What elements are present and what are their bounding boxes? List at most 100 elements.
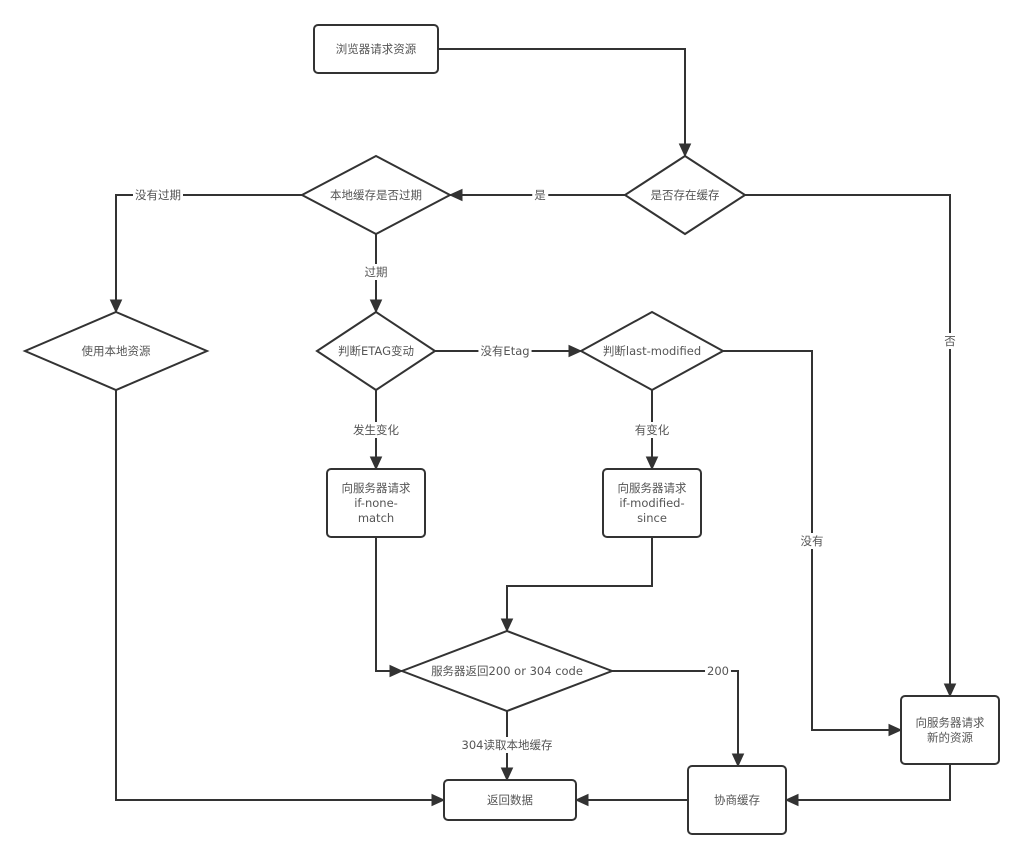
arrowhead-icon [109,299,123,314]
edge-label-background [459,737,555,753]
edge-label-text: 发生变化 [353,423,399,437]
edge-label: 发生变化 [351,422,402,438]
node-label: 向服务器请求 [342,481,411,495]
node-label: match [358,511,394,525]
arrowhead-icon [369,299,383,314]
edge-line [115,194,302,312]
edge-label: 200 [705,663,731,679]
decision-diamond [315,310,437,392]
node-label: 判断last-modified [603,344,701,358]
process-box [602,468,702,538]
arrowhead-icon [568,344,583,358]
decision-diamond [578,310,726,392]
edge-label-background [133,187,183,203]
edge-label: 没有 [798,533,826,549]
arrowhead-icon [784,793,799,807]
node-label: since [637,511,667,525]
arrowhead-icon [645,456,659,471]
node-negotiate-cache[interactable]: 协商缓存 [687,765,787,835]
node-label: 是否存在缓存 [651,188,720,202]
edge-label-text: 是 [534,188,546,202]
edge-label-background [362,264,390,280]
edge-line [375,537,402,672]
arrowhead-icon [678,143,692,158]
arrowhead-icon [431,793,446,807]
edge-line [612,670,739,766]
node-server-return[interactable]: 服务器返回200 or 304 code [399,629,615,713]
arrowhead-icon [369,456,383,471]
edge-line [437,48,686,156]
decision-diamond [623,154,747,236]
process-box [900,695,1000,765]
node-local-expired[interactable]: 本地缓存是否过期 [299,154,453,236]
edge-label-text: 否 [944,334,956,348]
edge-label-background [478,343,532,359]
edge-browser_request-to-cache_exists[interactable] [437,48,692,158]
edge-label-text: 没有 [801,534,824,548]
decision-diamond [22,310,210,392]
node-label: 本地缓存是否过期 [330,188,422,202]
edge-negotiate_cache-to-return_data[interactable] [574,793,688,807]
node-browser-request[interactable]: 浏览器请求资源 [313,24,439,74]
edge-req_if_none_match-to-server_return[interactable] [375,537,404,678]
node-label: 向服务器请求 [916,716,985,730]
arrowhead-icon [389,664,404,678]
edge-label: 没有Etag [478,343,532,359]
arrowhead-icon [500,767,514,782]
edge-label-text: 200 [707,664,729,678]
edge-req_new_resource-to-negotiate_cache[interactable] [784,764,951,807]
edge-label: 过期 [362,264,390,280]
edge-label-text: 过期 [365,265,388,279]
node-label: 协商缓存 [714,793,760,807]
edge-server_return-to-negotiate_cache[interactable] [612,670,745,768]
decision-diamond [399,629,615,713]
edge-label-background [798,533,826,549]
node-label: 判断ETAG变动 [338,344,414,358]
edge-cache_exists-to-req_new_resource[interactable] [745,194,957,698]
process-box [326,468,426,538]
edge-label: 是 [532,187,549,203]
arrowhead-icon [731,753,745,768]
arrowhead-icon [500,618,514,633]
node-label: 使用本地资源 [82,344,151,358]
edge-req_if_modified_since-to-server_return[interactable] [500,537,653,633]
edge-label-text: 没有Etag [480,344,529,358]
edge-label-background [632,422,672,438]
node-last-modified-check[interactable]: 判断last-modified [578,310,726,392]
edge-local_expired-to-use_local[interactable] [109,194,303,314]
node-label: 浏览器请求资源 [336,42,417,56]
edge-line [786,764,951,801]
edge-label-text: 没有过期 [135,188,181,202]
edge-label-background [532,187,549,203]
arrowhead-icon [448,188,463,202]
edge-line [506,537,653,631]
edge-label-background [351,422,402,438]
edge-line [115,390,444,801]
process-box [687,765,787,835]
node-label: 服务器返回200 or 304 code [431,664,583,678]
edge-label: 304读取本地缓存 [459,737,555,753]
node-label: 新的资源 [927,731,973,745]
edge-label: 否 [942,333,959,349]
node-label: 返回数据 [487,793,533,807]
edge-use_local-to-return_data[interactable] [115,390,446,807]
edge-label-text: 有变化 [635,423,670,437]
edge-line [745,194,951,696]
decision-diamond [299,154,453,236]
node-return-data[interactable]: 返回数据 [443,779,577,821]
arrowhead-icon [888,723,903,737]
node-cache-exists[interactable]: 是否存在缓存 [623,154,747,236]
process-box [313,24,439,74]
node-label: 向服务器请求 [618,481,687,495]
edge-label: 有变化 [632,422,672,438]
node-etag-check[interactable]: 判断ETAG变动 [315,310,437,392]
node-label: if-modified- [619,496,684,510]
node-use-local[interactable]: 使用本地资源 [22,310,210,392]
arrowhead-icon [943,683,957,698]
